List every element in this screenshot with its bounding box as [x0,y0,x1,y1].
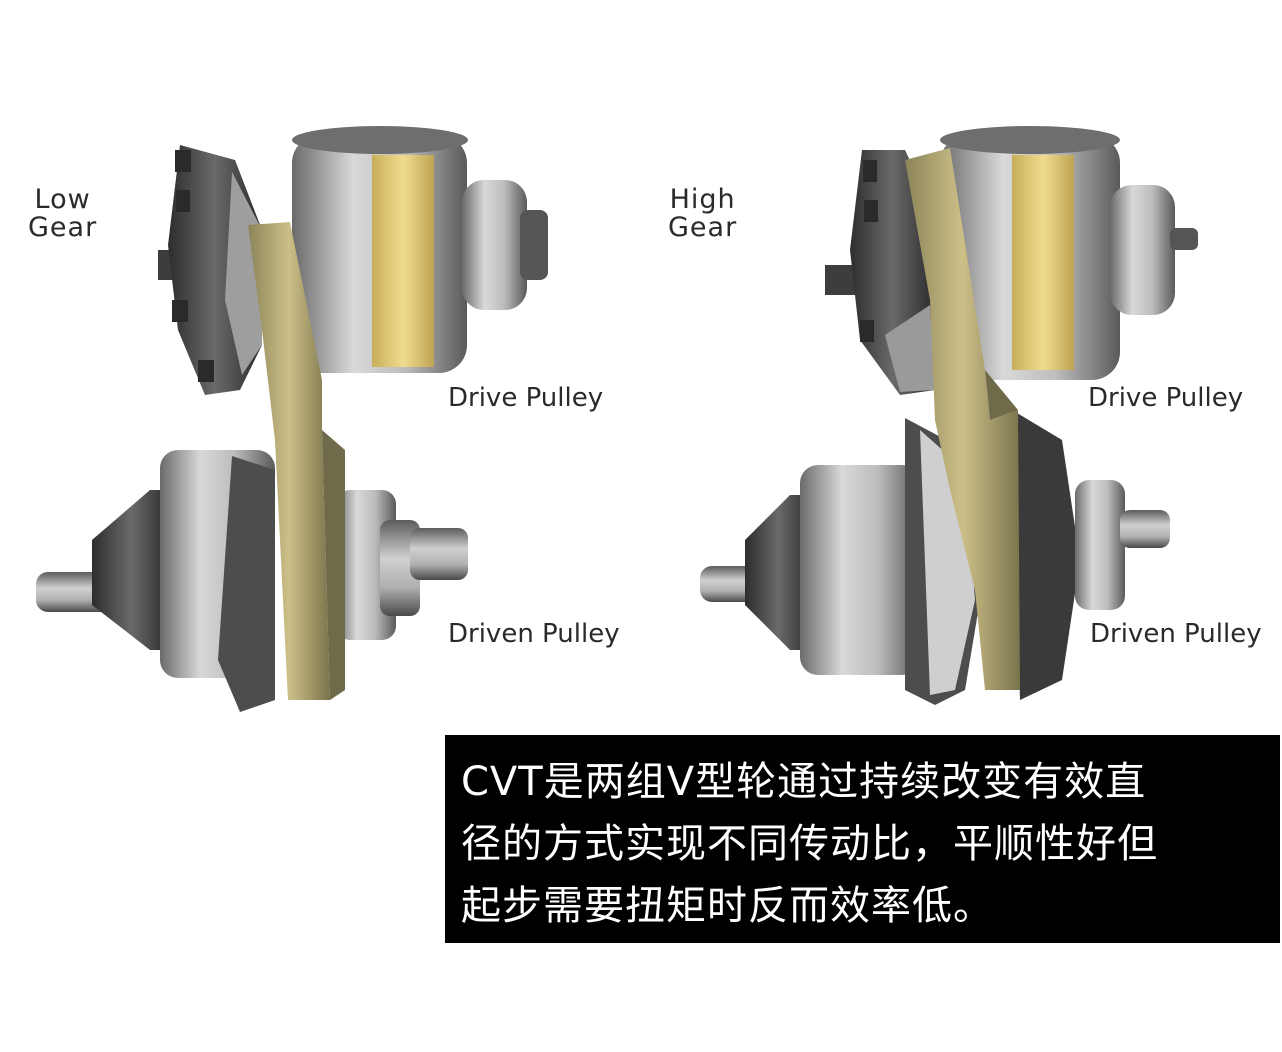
caption-line-2: 径的方式实现不同传动比，平顺性好但 [461,821,1158,867]
driven-pulley-label-right: Driven Pulley [1090,619,1262,649]
high-gear-label: High Gear [668,186,737,242]
right-driven-pulley [700,410,1170,705]
right-drive-pulley [825,126,1198,395]
right-belt [905,148,1020,690]
low-gear-label-line-1: Low [34,184,91,215]
left-driven-pulley [36,450,468,712]
drive-pulley-label-left: Drive Pulley [448,383,604,413]
drive-pulley-label-right: Drive Pulley [1088,383,1244,413]
low-gear-label: Low Gear [28,186,97,242]
left-belt [248,222,345,700]
high-gear-assembly [700,126,1198,705]
high-gear-label-line-2: Gear [668,212,738,243]
left-drive-pulley [158,126,548,395]
high-gear-label-line-1: High [669,184,736,215]
caption-box: CVT是两组V型轮通过持续改变有效直 径的方式实现不同传动比，平顺性好但 起步需… [445,735,1280,943]
low-gear-assembly [36,126,548,712]
caption-line-3: 起步需要扭矩时反而效率低。 [461,883,994,929]
low-gear-label-line-2: Gear [28,212,98,243]
caption-line-1: CVT是两组V型轮通过持续改变有效直 [461,759,1147,805]
driven-pulley-label-left: Driven Pulley [448,619,620,649]
